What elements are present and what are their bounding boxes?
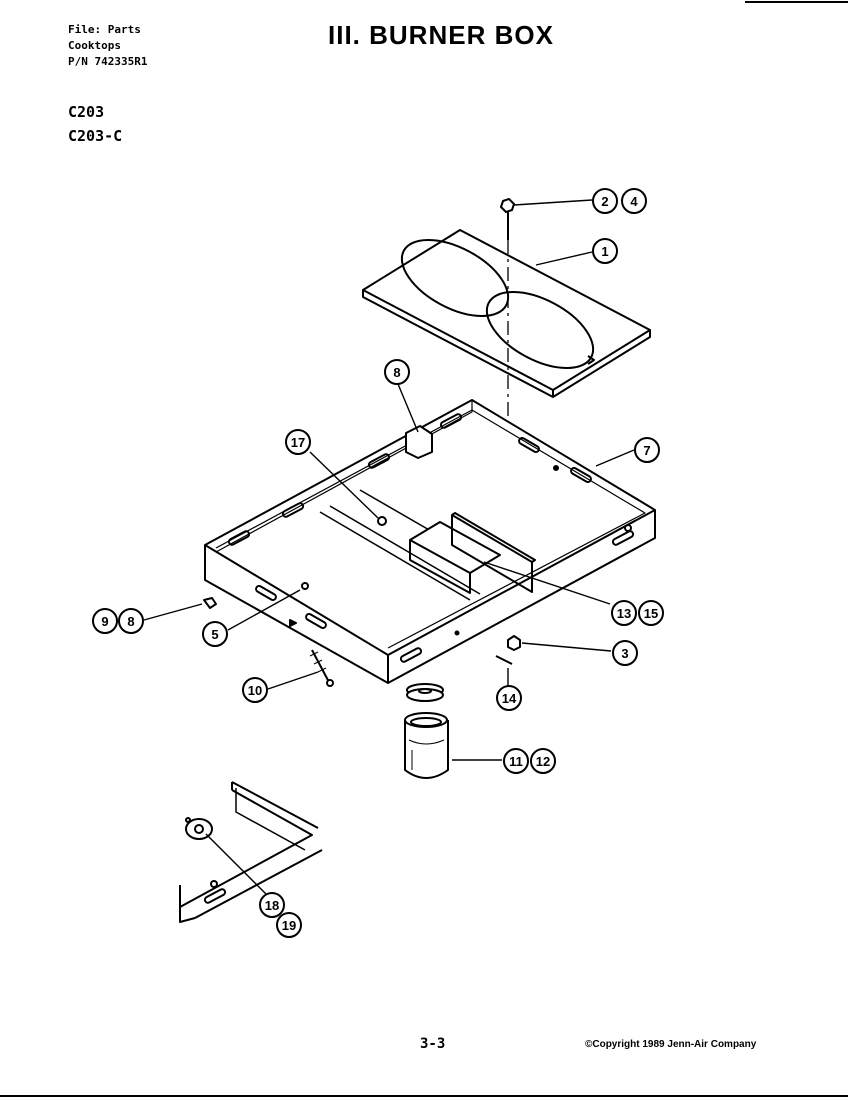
callout-7: 7 — [634, 437, 660, 463]
svg-text:13: 13 — [617, 606, 631, 621]
callout-3: 3 — [612, 640, 638, 666]
svg-text:3: 3 — [621, 646, 628, 661]
model-c203-c: C203-C — [68, 127, 123, 145]
svg-text:9: 9 — [101, 614, 108, 629]
svg-text:10: 10 — [248, 683, 262, 698]
callout-4: 4 — [621, 188, 647, 214]
svg-text:11: 11 — [509, 754, 523, 769]
svg-text:7: 7 — [643, 443, 650, 458]
svg-text:8: 8 — [393, 365, 400, 380]
svg-text:2: 2 — [601, 194, 608, 209]
callout-18: 18 — [259, 892, 285, 918]
callout-19: 19 — [276, 912, 302, 938]
page-number: 3-3 — [420, 1036, 446, 1052]
callout-1: 1 — [592, 238, 618, 264]
top-screw — [500, 198, 515, 240]
loose-parts — [203, 597, 521, 779]
callout-2: 2 — [592, 188, 618, 214]
page-title: III. BURNER BOX — [328, 20, 554, 50]
svg-text:12: 12 — [536, 754, 550, 769]
svg-text:19: 19 — [282, 918, 296, 933]
callout-14: 14 — [496, 685, 522, 711]
svg-text:1: 1 — [601, 244, 608, 259]
burner-box-tray — [204, 399, 656, 684]
svg-text:8: 8 — [127, 614, 134, 629]
file-line: File: Parts — [68, 23, 141, 36]
leader-lines — [143, 199, 635, 897]
svg-text:15: 15 — [644, 606, 658, 621]
svg-text:18: 18 — [265, 898, 279, 913]
callout-11: 11 — [503, 748, 529, 774]
svg-text:4: 4 — [630, 194, 638, 209]
detail-inset — [179, 781, 323, 923]
svg-text:14: 14 — [502, 691, 517, 706]
callout-9: 9 — [92, 608, 118, 634]
callout-8-top: 8 — [384, 359, 410, 385]
top-plate — [362, 229, 651, 398]
callout-10: 10 — [242, 677, 268, 703]
callout-13: 13 — [611, 600, 637, 626]
callout-17: 17 — [285, 429, 311, 455]
part-number-line: P/N 742335R1 — [68, 55, 148, 68]
file-header: File: Parts Cooktops P/N 742335R1 — [68, 22, 147, 70]
category-line: Cooktops — [68, 39, 121, 52]
callout-8-left: 8 — [118, 608, 144, 634]
svg-text:17: 17 — [291, 435, 305, 450]
svg-text:5: 5 — [211, 627, 218, 642]
callout-15: 15 — [638, 600, 664, 626]
callout-5: 5 — [202, 621, 228, 647]
copyright: ©Copyright 1989 Jenn-Air Company — [585, 1039, 757, 1050]
callout-labels: 2 4 1 8 17 7 13 15 3 14 9 8 5 10 11 12 1… — [92, 188, 664, 938]
callout-12: 12 — [530, 748, 556, 774]
model-c203: C203 — [68, 103, 105, 121]
model-list: C203 C203-C — [68, 100, 122, 148]
